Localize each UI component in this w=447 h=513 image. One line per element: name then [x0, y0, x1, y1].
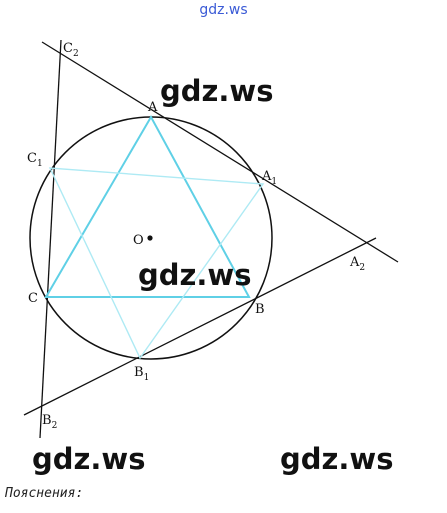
label-a1: A1: [261, 169, 277, 187]
label-a: A: [147, 100, 158, 115]
watermark-2: gdz.ws: [138, 258, 252, 292]
watermark-3: gdz.ws: [32, 442, 146, 476]
point-o: [147, 235, 153, 241]
triangle-a1b1c1: [48, 167, 265, 360]
watermark-1: gdz.ws: [160, 74, 274, 108]
label-c1: C1: [27, 151, 43, 169]
tangent-line-b2-a2: [23, 237, 377, 416]
label-o: O: [133, 233, 144, 248]
watermark-4: gdz.ws: [280, 442, 394, 476]
caption: Пояснения:: [5, 486, 84, 501]
label-b2: B2: [42, 413, 57, 431]
label-c2: C2: [63, 41, 79, 59]
watermark-top: gdz.ws: [199, 2, 248, 18]
triangle-abc: [44, 114, 251, 298]
label-a2: A2: [349, 255, 365, 273]
label-c: C: [28, 291, 38, 306]
label-b1: B1: [134, 365, 149, 383]
tangent-line-c2-a2: [41, 41, 399, 263]
label-b: B: [255, 302, 265, 317]
tangent-line-c2-b2: [39, 39, 62, 439]
